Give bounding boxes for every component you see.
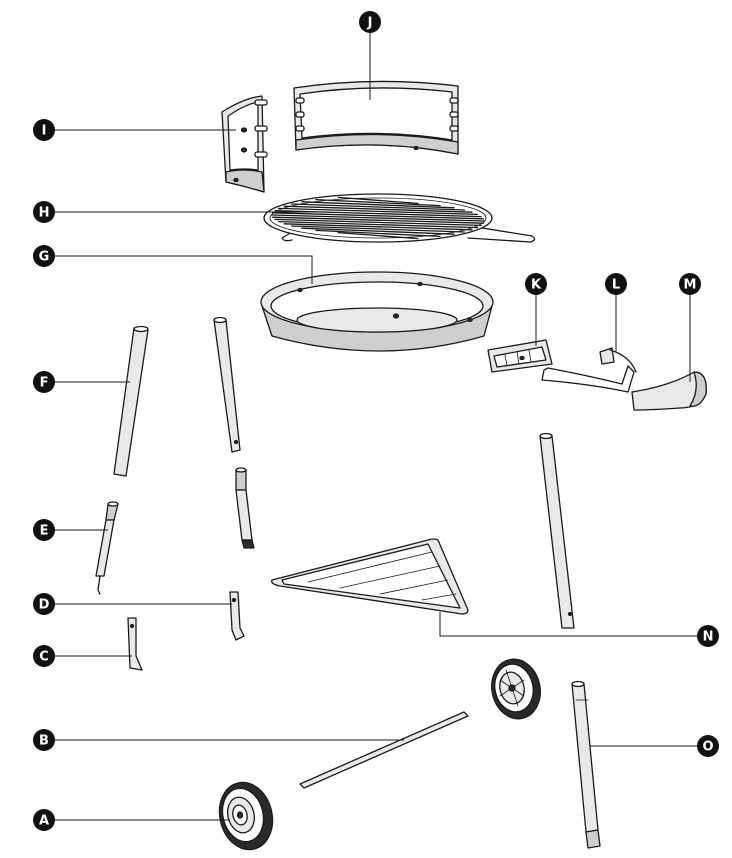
part-o-lower-leg [571,680,601,849]
callout-g-letter: G [39,250,50,265]
grate-bar [301,227,455,235]
callout-k-letter: K [531,278,542,293]
grate-bar [272,216,484,224]
callout-n: N [697,625,719,647]
grate-bar [290,225,466,233]
part-f-upper-leg-right [539,432,575,629]
callout-e: E [33,519,55,541]
part-e-leg-connector-left [95,501,119,595]
callout-c-letter: C [39,650,49,665]
callout-l: L [605,273,627,295]
part-g-charcoal-bowl [260,271,494,352]
callout-k: K [525,273,547,295]
part-b-axle [299,711,469,789]
grate-bar [283,205,473,213]
callout-b: B [33,729,55,751]
callout-b-letter: B [39,734,49,749]
grate-bar [290,203,466,211]
leader-lines [44,22,708,821]
part-d-leg-clip [229,591,245,641]
leader-g [44,255,313,284]
callout-f-letter: F [40,376,49,391]
part-a-wheel [218,781,274,851]
callout-l-letter: L [612,278,620,293]
callout-i: I [33,119,55,141]
grate-bar [337,196,419,205]
grate-bar [337,231,419,240]
leader-n [439,612,708,637]
callout-m-letter: M [684,278,697,293]
part-e-leg-connector-center [235,467,255,549]
callout-g: G [33,245,55,267]
part-h-cooking-grate [263,193,536,243]
callout-a: A [33,809,55,831]
callout-o: O [697,735,719,757]
callout-i-letter: I [42,124,47,139]
callout-a-letter: A [39,814,49,829]
callout-o-letter: O [702,740,713,755]
callout-j-letter: J [367,16,373,31]
part-i-side-wind-shield [221,95,268,193]
callout-h: H [33,201,55,223]
part-f-upper-leg-center [213,316,241,453]
callout-c: C [33,645,55,667]
grate-bar [277,207,479,216]
part-a-wheel-upper [491,658,541,720]
part-n-bottom-shelf [271,538,469,615]
part-l-handle-strap [541,347,637,393]
callout-m: M [679,273,701,295]
part-f-upper-leg-left [113,325,149,477]
grate-bar [277,220,479,229]
callout-e-letter: E [40,524,49,539]
part-c-small-leg-clip [127,617,143,671]
callout-h-letter: H [39,206,50,221]
callout-f: F [33,371,55,393]
grate-bar [283,223,473,231]
grate-bar [301,201,455,209]
callout-n-letter: N [703,630,714,645]
grate-bar [274,218,482,227]
grate-bar [315,198,441,207]
grate-bar [272,212,484,220]
part-k-handle-bracket [487,339,553,373]
callout-j: J [359,11,381,33]
part-j-wind-shield-panel [293,80,459,155]
grate-bar [315,229,441,238]
callout-d-letter: D [39,598,50,613]
part-m-handle-grip [631,371,707,411]
callout-d: D [33,593,55,615]
grate-bar [271,214,485,222]
